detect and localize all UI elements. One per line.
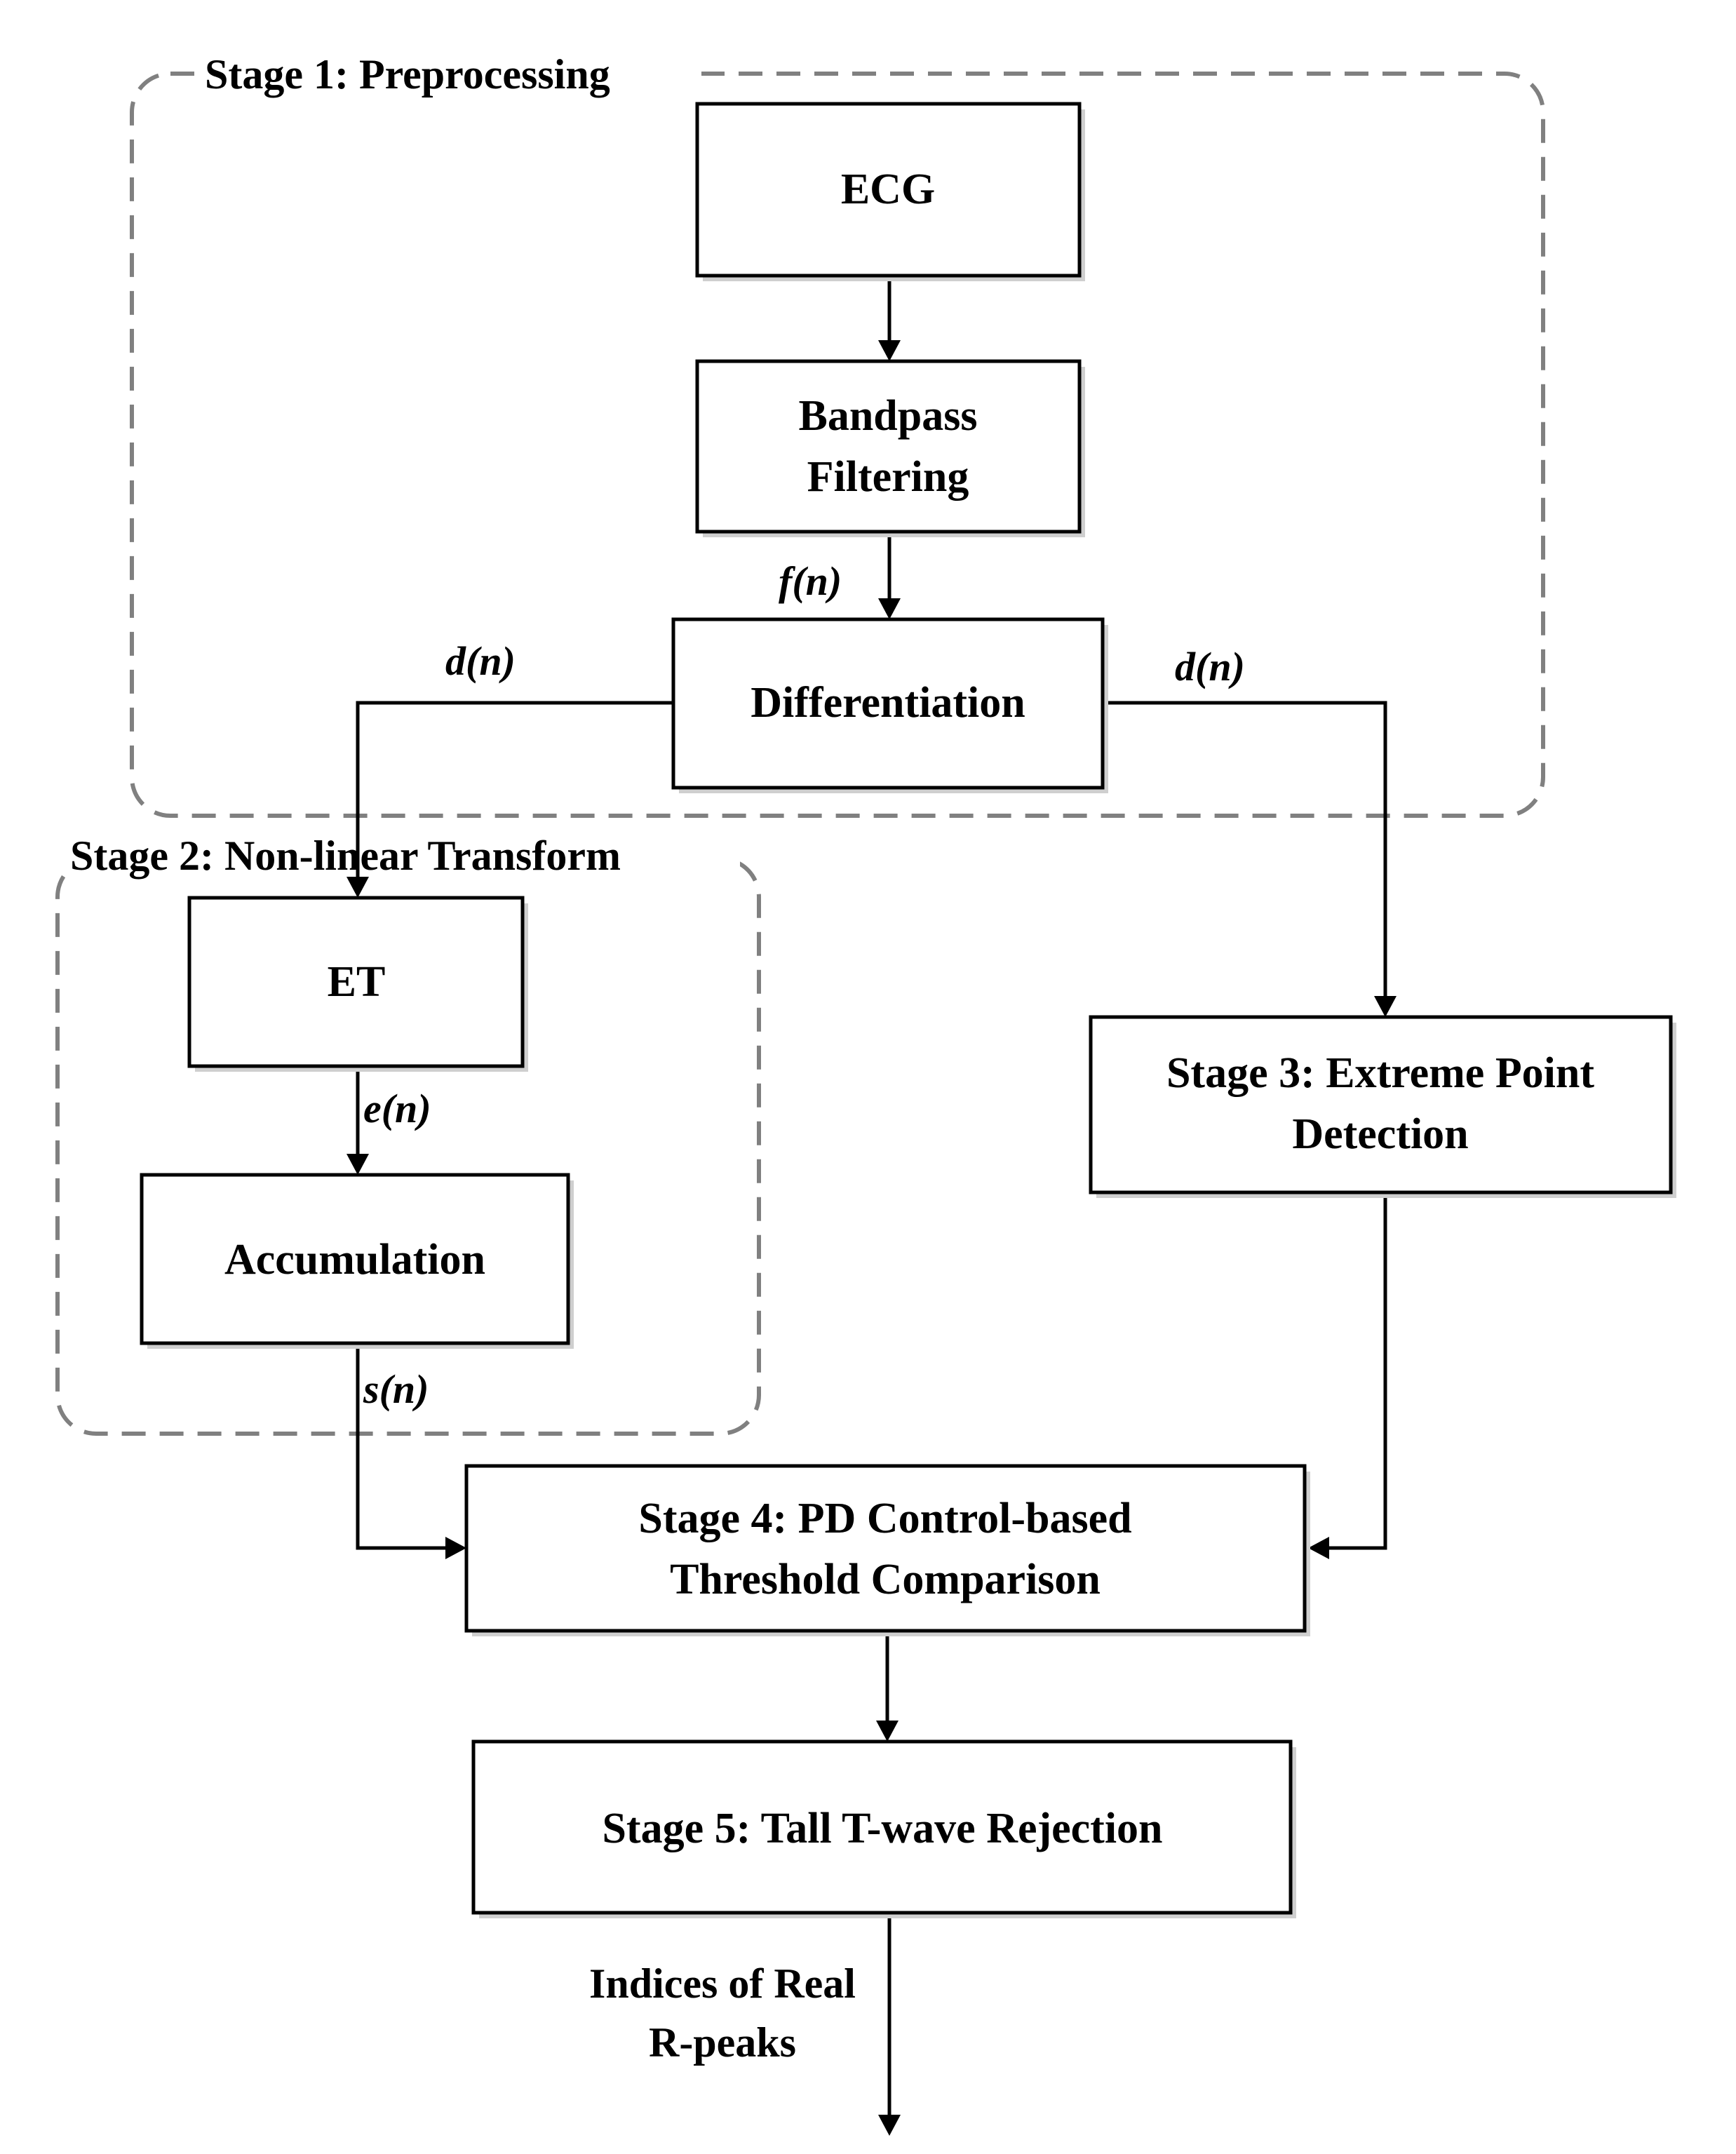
stage2-label: Stage 2: Non-linear Transform xyxy=(70,833,621,879)
node-stage4-line2: Threshold Comparison xyxy=(670,1556,1101,1603)
signal-label-s: s(n) xyxy=(363,1366,429,1412)
node-bandpass-line2: Filtering xyxy=(807,453,969,501)
node-et-label: ET xyxy=(328,958,386,1006)
node-accumulation: Accumulation xyxy=(140,1173,574,1349)
node-stage5-label: Stage 5: Tall T-wave Rejection xyxy=(602,1805,1162,1852)
node-stage5: Stage 5: Tall T-wave Rejection xyxy=(471,1739,1296,1918)
node-stage3-line1: Stage 3: Extreme Point xyxy=(1166,1049,1594,1097)
stage1-label: Stage 1: Preprocessing xyxy=(205,51,610,97)
output-label-line2: R-peaks xyxy=(649,2019,796,2066)
edges xyxy=(346,276,1397,2136)
node-et: ET xyxy=(187,896,528,1072)
node-stage4-line1: Stage 4: PD Control-based xyxy=(638,1495,1131,1542)
signal-label-d-right: d(n) xyxy=(1175,644,1245,689)
node-stage3-line2: Detection xyxy=(1292,1110,1468,1158)
node-stage4: Stage 4: PD Control-based Threshold Comp… xyxy=(464,1464,1310,1636)
node-bandpass-line1: Bandpass xyxy=(798,392,977,440)
node-stage3: Stage 3: Extreme Point Detection xyxy=(1089,1015,1676,1198)
node-ecg: ECG xyxy=(695,102,1085,281)
node-differentiation-label: Differentiation xyxy=(751,679,1025,727)
signal-label-f: f(n) xyxy=(779,558,842,604)
node-differentiation: Differentiation xyxy=(671,617,1108,793)
node-accumulation-label: Accumulation xyxy=(224,1236,485,1284)
node-bandpass: Bandpass Filtering xyxy=(695,359,1085,537)
stage1-frame xyxy=(130,72,1545,818)
node-ecg-label: ECG xyxy=(841,166,935,213)
signal-label-d-left: d(n) xyxy=(445,638,516,684)
output-label-line1: Indices of Real xyxy=(589,1960,856,2007)
signal-label-e: e(n) xyxy=(363,1086,431,1131)
